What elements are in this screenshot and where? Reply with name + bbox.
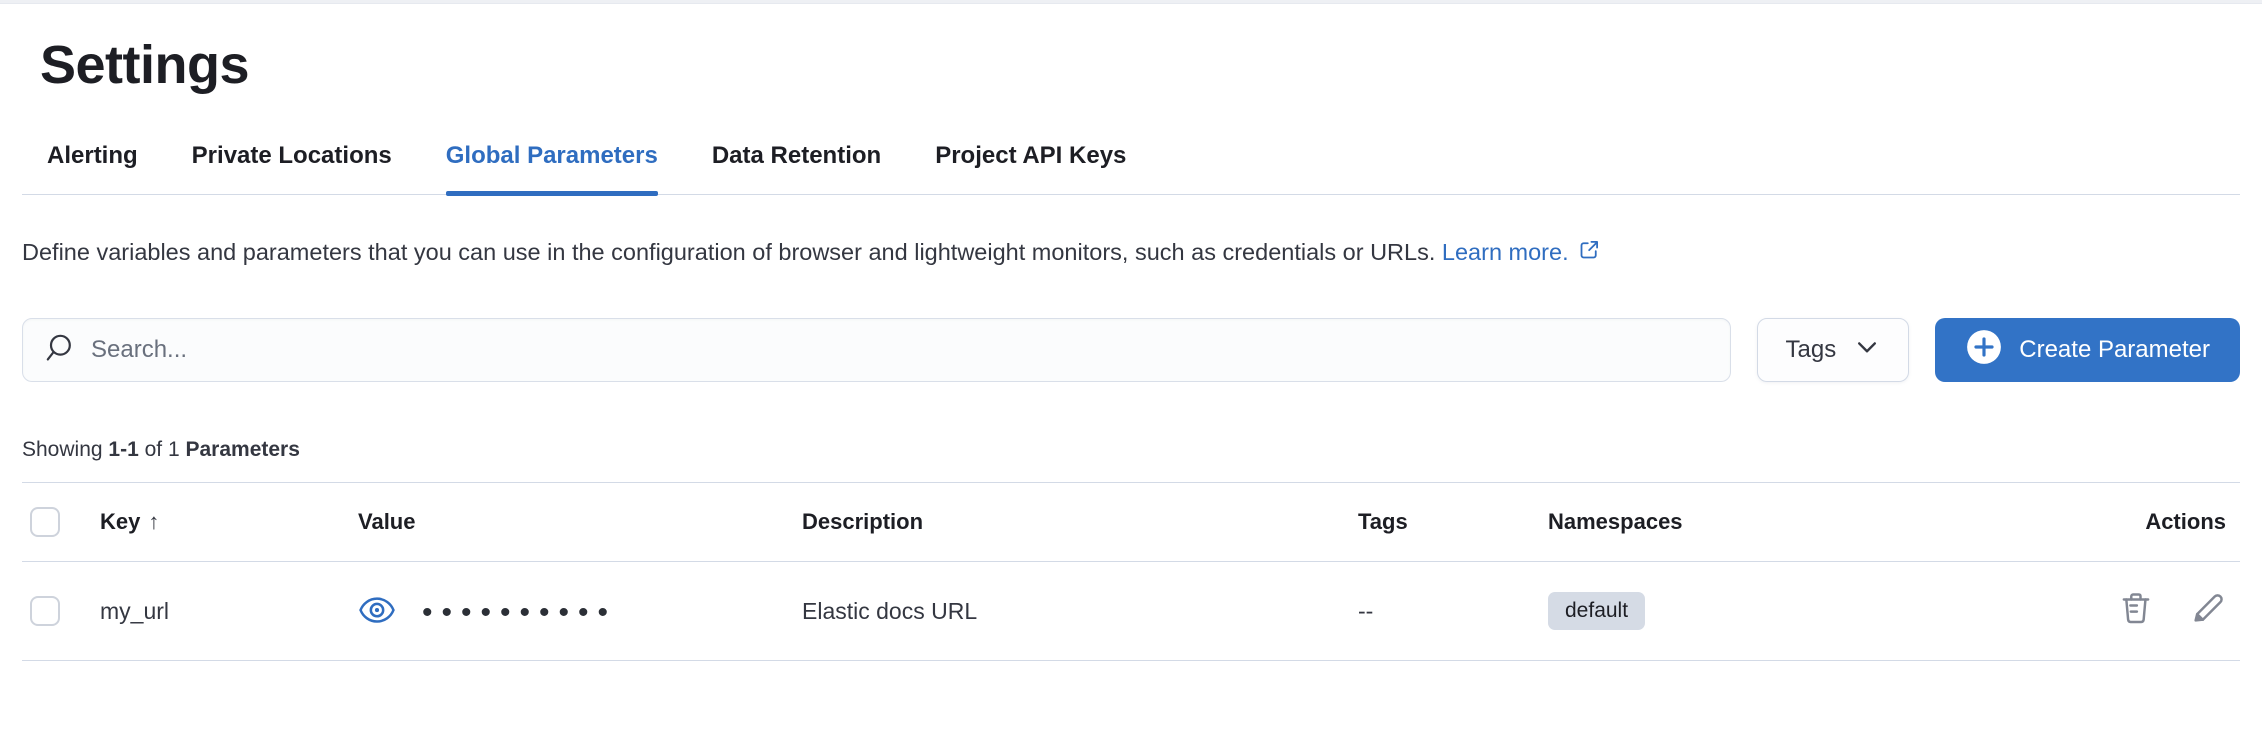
delete-icon[interactable] (2118, 590, 2154, 626)
search-input[interactable] (91, 336, 1710, 364)
cell-tags: -- (1348, 561, 1538, 661)
cell-value: •••••••••• (348, 561, 792, 661)
summary-prefix: Showing (22, 438, 103, 461)
column-header-key[interactable]: Key ↑ (90, 483, 348, 562)
summary-of: of 1 (144, 438, 180, 461)
create-parameter-label: Create Parameter (2019, 336, 2210, 363)
tab-alerting[interactable]: Alerting (47, 142, 138, 169)
page-title: Settings (40, 35, 250, 95)
column-key-label: Key (100, 509, 141, 534)
create-parameter-button[interactable]: Create Parameter (1935, 318, 2240, 382)
tags-filter-button[interactable]: Tags (1756, 318, 1910, 382)
column-header-value: Value (358, 509, 416, 534)
settings-page: Settings Alerting Private Locations Glob… (0, 34, 2262, 661)
sort-ascending-icon: ↑ (148, 509, 160, 534)
cell-namespaces: default (1538, 561, 2100, 661)
cell-description: Elastic docs URL (792, 561, 1348, 661)
search-box[interactable] (22, 318, 1731, 382)
results-summary: Showing 1-1 of 1 Parameters (22, 438, 2240, 462)
learn-more-link[interactable]: Learn more. (1442, 239, 1601, 265)
learn-more-label: Learn more. (1441, 239, 1569, 265)
table-header-row: Key ↑ Value Description Tags Namespaces A… (22, 482, 2240, 562)
column-header-actions: Actions (2145, 509, 2226, 534)
parameters-toolbar: Tags Create Parameter (22, 318, 2240, 382)
tab-project-api-keys[interactable]: Project API Keys (935, 142, 1127, 169)
table-row: my_url •••••••••• Elastic docs URL -- de… (22, 561, 2240, 661)
chevron-down-icon (1854, 334, 1880, 367)
summary-range: 1-1 (108, 438, 139, 461)
cell-key: my_url (90, 561, 348, 661)
summary-entity: Parameters (185, 438, 300, 461)
row-checkbox[interactable] (30, 596, 60, 626)
column-header-tags: Tags (1358, 509, 1408, 534)
column-header-description: Description (802, 509, 924, 534)
window-top-edge (0, 0, 2262, 4)
page-description: Define variables and parameters that you… (22, 229, 2197, 278)
search-icon (43, 332, 75, 369)
tab-data-retention[interactable]: Data Retention (711, 142, 882, 169)
plus-in-circle-icon (1965, 328, 2003, 373)
eye-icon[interactable] (358, 595, 396, 627)
tags-filter-label: Tags (1785, 336, 1837, 363)
parameters-table: Key ↑ Value Description Tags Namespaces A… (22, 482, 2240, 661)
settings-tabs: Alerting Private Locations Global Parame… (22, 142, 2240, 196)
masked-value: •••••••••• (422, 596, 618, 629)
select-all-checkbox[interactable] (30, 507, 60, 537)
description-text: Define variables and parameters that you… (22, 239, 1436, 265)
namespace-badge: default (1548, 592, 1646, 630)
external-link-icon (1577, 231, 1601, 278)
cell-actions (2100, 561, 2240, 661)
tab-private-locations[interactable]: Private Locations (191, 142, 392, 169)
column-header-namespaces: Namespaces (1548, 509, 1683, 534)
edit-icon[interactable] (2190, 590, 2226, 626)
tab-global-parameters[interactable]: Global Parameters (445, 142, 658, 196)
